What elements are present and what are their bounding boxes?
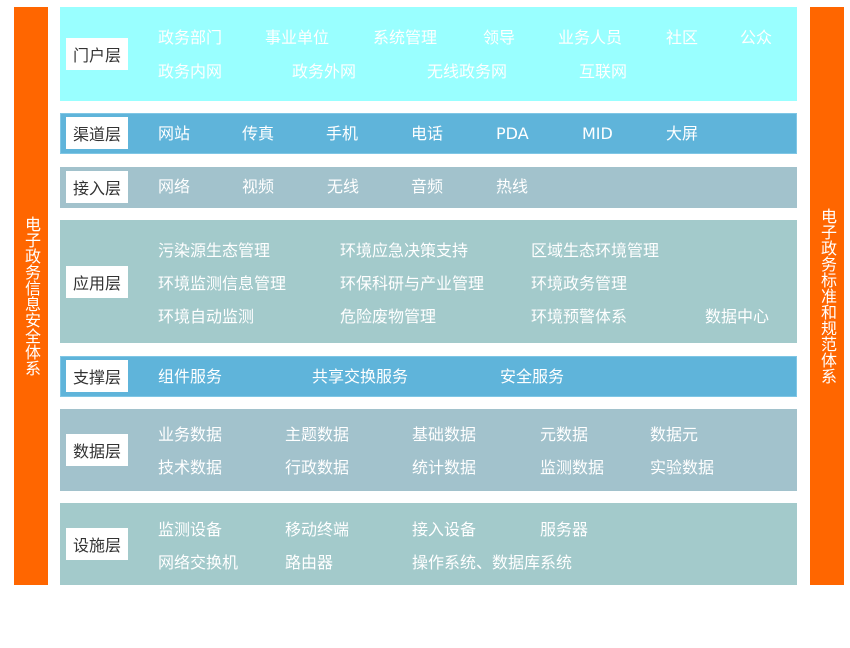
portal-item: 业务人员 — [558, 28, 623, 47]
portal-layer: 门户层 政务部门 事业单位 系统管理 领导 业务人员 社区 公众 政务内网 政务… — [60, 7, 797, 101]
application-item: 环境自动监测 — [158, 307, 255, 326]
channel-layer-label: 渠道层 — [66, 117, 128, 149]
infrastructure-layer: 设施层 监测设备 移动终端 接入设备 服务器 网络交换机 路由器 操作系统、数据… — [60, 503, 797, 585]
data-item: 数据元 — [650, 425, 699, 444]
access-item: 视频 — [242, 177, 275, 196]
application-item: 区域生态环境管理 — [531, 241, 660, 260]
channel-item: PDA — [496, 124, 529, 143]
access-item: 热线 — [496, 177, 529, 196]
portal-layer-label: 门户层 — [66, 38, 128, 70]
security-system-label: 电子政务信息安全体系 — [22, 216, 41, 376]
channel-item: 大屏 — [666, 124, 699, 143]
infrastructure-item: 网络交换机 — [158, 553, 239, 572]
access-item: 音频 — [411, 177, 444, 196]
infrastructure-item: 监测设备 — [158, 520, 223, 539]
channel-item: 网站 — [158, 124, 191, 143]
infrastructure-item: 操作系统、数据库系统 — [412, 553, 573, 572]
infrastructure-item: 路由器 — [285, 553, 334, 572]
infrastructure-item: 移动终端 — [285, 520, 350, 539]
access-item: 网络 — [158, 177, 191, 196]
application-item: 环境预警体系 — [531, 307, 628, 326]
portal-item: 政务内网 — [158, 62, 223, 81]
application-item: 环境监测信息管理 — [158, 274, 287, 293]
infrastructure-item: 服务器 — [540, 520, 589, 539]
portal-item: 无线政务网 — [427, 62, 508, 81]
channel-item: MID — [582, 124, 613, 143]
standards-system-bar: 电子政务标准和规范体系 — [810, 7, 844, 585]
channel-layer: 渠道层 网站 传真 手机 电话 PDA MID 大屏 — [60, 113, 797, 154]
data-item: 统计数据 — [412, 458, 477, 477]
data-item: 基础数据 — [412, 425, 477, 444]
channel-item: 电话 — [411, 124, 444, 143]
application-item: 环境应急决策支持 — [340, 241, 469, 260]
data-item: 主题数据 — [285, 425, 350, 444]
data-item: 行政数据 — [285, 458, 350, 477]
access-item: 无线 — [327, 177, 360, 196]
support-item: 共享交换服务 — [312, 367, 409, 386]
portal-item: 政务外网 — [292, 62, 357, 81]
portal-item: 互联网 — [579, 62, 628, 81]
support-item: 安全服务 — [500, 367, 565, 386]
support-layer: 支撑层 组件服务 共享交换服务 安全服务 — [60, 356, 797, 397]
access-layer-label: 接入层 — [66, 171, 128, 203]
infrastructure-layer-label: 设施层 — [66, 528, 128, 560]
data-item: 元数据 — [540, 425, 589, 444]
application-layer-label: 应用层 — [66, 266, 128, 298]
security-system-bar: 电子政务信息安全体系 — [14, 7, 48, 585]
access-layer: 接入层 网络 视频 无线 音频 热线 — [60, 167, 797, 208]
application-item: 环境政务管理 — [531, 274, 628, 293]
application-item: 数据中心 — [705, 307, 770, 326]
data-item: 技术数据 — [158, 458, 223, 477]
application-layer: 应用层 污染源生态管理 环境应急决策支持 区域生态环境管理 环境监测信息管理 环… — [60, 220, 797, 343]
portal-item: 事业单位 — [265, 28, 330, 47]
infrastructure-item: 接入设备 — [412, 520, 477, 539]
application-item: 污染源生态管理 — [158, 241, 271, 260]
portal-item: 领导 — [483, 28, 516, 47]
portal-item: 政务部门 — [158, 28, 223, 47]
portal-item: 社区 — [666, 28, 699, 47]
application-item: 环保科研与产业管理 — [340, 274, 485, 293]
support-layer-label: 支撑层 — [66, 360, 128, 392]
portal-item: 系统管理 — [373, 28, 438, 47]
data-item: 监测数据 — [540, 458, 605, 477]
portal-item: 公众 — [740, 28, 773, 47]
data-item: 业务数据 — [158, 425, 223, 444]
application-item: 危险废物管理 — [340, 307, 437, 326]
standards-system-label: 电子政务标准和规范体系 — [818, 208, 837, 384]
data-item: 实验数据 — [650, 458, 715, 477]
data-layer-label: 数据层 — [66, 434, 128, 466]
data-layer: 数据层 业务数据 主题数据 基础数据 元数据 数据元 技术数据 行政数据 统计数… — [60, 409, 797, 491]
channel-item: 传真 — [242, 124, 275, 143]
channel-item: 手机 — [326, 124, 359, 143]
support-item: 组件服务 — [158, 367, 223, 386]
